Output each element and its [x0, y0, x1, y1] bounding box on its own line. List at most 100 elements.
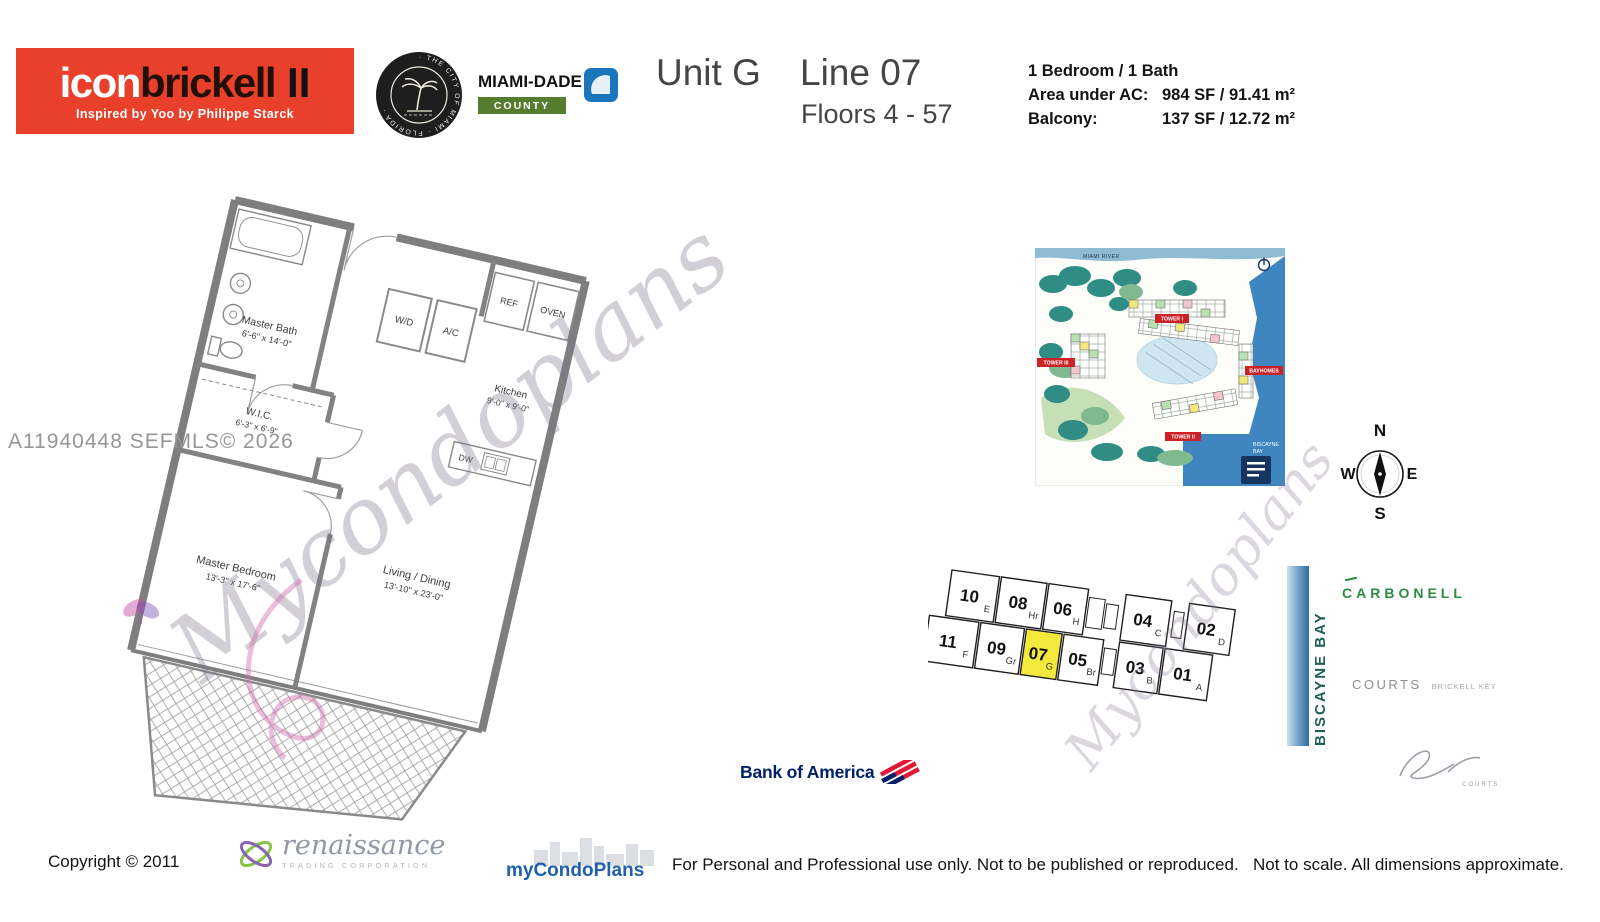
mycondoplans-logo: myCondoPlans: [500, 836, 675, 886]
keyplan-unit-02D: [1182, 602, 1237, 657]
keyplan-unit-09G: [973, 621, 1026, 676]
floors-label: Floors 4 - 57: [801, 99, 953, 129]
keyplan-letter: A: [1195, 682, 1203, 694]
compass-w: W: [1340, 466, 1356, 483]
keyplan-num: 07: [1027, 644, 1048, 665]
keyplan-unit-05B: [1056, 633, 1105, 687]
brickell-key-label: BRICKELL KEY: [1431, 682, 1497, 691]
copyright-text: Copyright © 2011: [48, 852, 180, 871]
exterior-walls: [127, 196, 590, 734]
brand-tagline: Inspired by Yoo by Philippe Starck: [75, 106, 295, 121]
keyplan-num: 01: [1172, 664, 1193, 685]
keyplan-letter: C: [1154, 628, 1162, 640]
miami-dade-logo: MIAMI-DADE COUNTY: [478, 66, 628, 126]
spec-balcony-value: 137 SF / 12.72 m²: [1162, 109, 1295, 128]
keyplan-core: [1100, 647, 1118, 676]
keyplan-letter: E: [983, 604, 991, 616]
keyplan-core: [1170, 610, 1185, 640]
keyplan-num: 05: [1067, 649, 1088, 670]
site-map: MIAMI RIVER TOWER I TOWER III TOWER II B…: [1035, 248, 1285, 486]
script-flourish-watermark: [245, 577, 326, 761]
tower-iii-label: TOWER III: [1044, 361, 1070, 367]
kitchen-counter: [447, 440, 537, 487]
signature-caption: COURTS: [1462, 782, 1499, 788]
balcony: [142, 655, 468, 821]
bay-water-right: [1249, 256, 1285, 434]
biscayne-bay-map-label: BISCAYNE BAY: [1253, 442, 1280, 455]
biscayne-bay-bar: [1287, 566, 1309, 746]
county-banner-text: COUNTY: [493, 99, 551, 112]
bank-of-america-flag-icon: [880, 760, 921, 784]
keyplan-letter: B: [1146, 675, 1154, 687]
closet-shelf: [201, 378, 323, 408]
washer-dryer-closet: [375, 287, 434, 353]
kitchen-sink-icon: [480, 452, 511, 476]
keyplan-unit-11F: [928, 614, 980, 669]
keyplan-unit-07G-highlighted: [1019, 628, 1063, 681]
keyplan: 10 08 06 04 02 11 09 07 05 03 01 E Hr H …: [928, 569, 1237, 702]
bank-of-america-logo: Bank of America: [740, 760, 921, 784]
fixtures: [201, 208, 581, 487]
site-map-labels: MIAMI RIVER TOWER I TOWER III TOWER II B…: [1037, 254, 1283, 484]
keyplan-letter: Gr: [1005, 655, 1017, 667]
keyplan-unit-03B: [1112, 641, 1164, 695]
brand-name-suffix: II: [287, 58, 311, 106]
keyplan-unit-04C: [1119, 593, 1173, 648]
biscayne-bay-label: BISCAYNE BAY: [1312, 611, 1329, 746]
mycondoplans-name: myCondoPlans: [506, 860, 645, 881]
courts-brickell-key: COURTS BRICKELL KEY: [1352, 676, 1497, 694]
keyplan-letter: H: [1072, 616, 1080, 628]
marina-docks: [1144, 337, 1212, 385]
keyplan-letter: Hr: [1028, 610, 1039, 622]
keyplan-num: 02: [1196, 619, 1217, 640]
renaissance-subtitle: TRADING CORPORATION: [282, 861, 431, 870]
keyplan-unit-10E: [944, 569, 1001, 624]
keyplan-num: 11: [938, 631, 958, 652]
sink-icon: [229, 272, 252, 295]
seal-inner-ring: [390, 66, 448, 124]
line-title: Line 07: [800, 52, 922, 93]
keyplan-unit-08H: [994, 576, 1048, 630]
label-dw: DW: [458, 452, 474, 465]
oven-icon: [526, 281, 581, 342]
spec-area-value: 984 SF / 91.41 m²: [1162, 85, 1295, 104]
label-oven: OVEN: [539, 305, 566, 320]
spec-area-label: Area under AC:: [1028, 85, 1149, 104]
county-banner: COUNTY: [478, 97, 566, 114]
bedroom-door-icon: [303, 490, 339, 535]
interior-walls: [176, 225, 497, 689]
tree-clusters: [1039, 266, 1197, 462]
keyplan-core: [1084, 596, 1106, 630]
butterfly-watermark-icon: [123, 598, 160, 624]
scale-disclaimer: Not to scale. All dimensions approximate…: [1253, 855, 1564, 874]
keyplan-num: 08: [1007, 592, 1028, 613]
courts-signature-logo: COURTS: [1399, 750, 1499, 788]
keyplan-unit-01A: [1157, 647, 1214, 702]
label-ac: A/C: [442, 325, 460, 339]
brand-name-brickell: brickell: [139, 58, 277, 106]
keyplan-core: [1102, 603, 1120, 630]
wic-door-icon: [319, 421, 363, 460]
keyplan-unit-06H: [1041, 582, 1090, 636]
spec-bedbath: 1 Bedroom / 1 Bath: [1028, 62, 1179, 80]
mls-watermark: A11940448 SEFMLS© 2026: [8, 430, 294, 453]
bank-of-america-name: Bank of America: [740, 761, 875, 782]
skyline-icon: [534, 838, 654, 866]
unit-title: Unit G: [656, 52, 761, 93]
keyplan-num: 06: [1052, 599, 1073, 620]
compass-rose: N W E S: [1340, 421, 1417, 522]
floorplan-drawing: Master Bath 6'-6" x 14'-0" W/D A/C REF O…: [127, 196, 590, 821]
entry-door-icon: [343, 227, 397, 271]
keyplan-letter: F: [962, 649, 969, 661]
carbonell-mark: [1344, 576, 1358, 582]
city-of-miami-seal: · THE CITY OF MIAMI · FLORIDA ·: [376, 52, 462, 138]
courts-label: COURTS: [1352, 677, 1422, 692]
tower-i-label: TOWER I: [1161, 317, 1184, 323]
unit-specs: 1 Bedroom / 1 Bath Area under AC: 984 SF …: [1028, 60, 1295, 132]
renaissance-logo: renaissance TRADING CORPORATION: [234, 832, 445, 876]
label-wd: W/D: [394, 314, 415, 329]
tower-ii-label: TOWER II: [1171, 435, 1195, 441]
keyplan-letter: G: [1045, 661, 1054, 673]
